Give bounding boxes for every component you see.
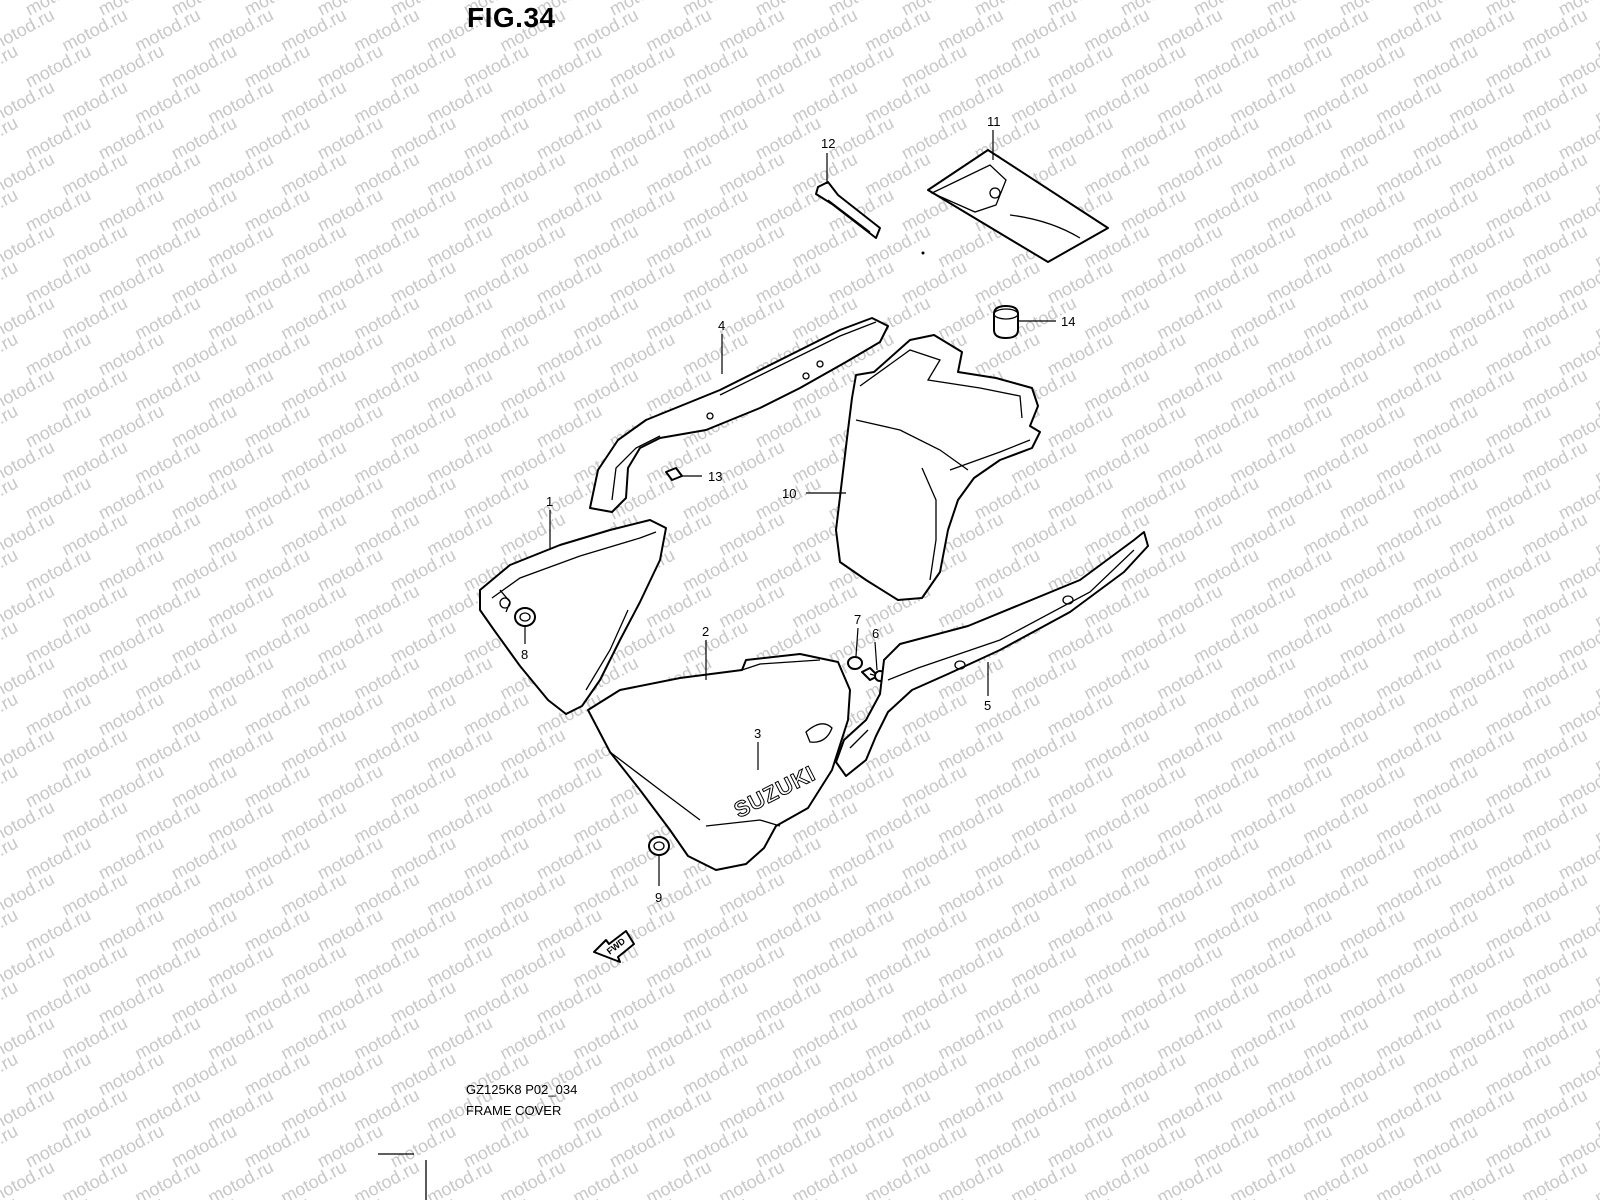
- model-code-caption: GZ125K8 P02_034: [466, 1082, 578, 1097]
- part-13-grommet[interactable]: [665, 467, 683, 481]
- part-8-grommet[interactable]: [514, 607, 536, 627]
- figure-name-caption: FRAME COVER: [466, 1103, 562, 1118]
- callout-14[interactable]: 14: [1061, 314, 1075, 329]
- part-5-side-rail-cover[interactable]: [835, 531, 1149, 777]
- suzuki-s-emblem-icon: [805, 723, 833, 743]
- callout-4[interactable]: 4: [718, 318, 725, 333]
- callout-11[interactable]: 11: [987, 114, 1001, 129]
- part-14-cushion[interactable]: [993, 305, 1019, 339]
- fwd-direction-arrow-icon: FWD: [593, 930, 635, 963]
- callout-13[interactable]: 13: [708, 469, 722, 484]
- callout-9[interactable]: 9: [655, 890, 662, 905]
- part-4-upper-frame-cover[interactable]: [589, 317, 889, 513]
- part-11-tool-bag[interactable]: [927, 149, 1109, 263]
- callout-labels: 12 11 14 4 13 10 1 8 2 3 7 6 5 9: [521, 114, 1075, 905]
- figure-title: FIG.34: [467, 2, 556, 33]
- part-2-frame-cover[interactable]: SUZUKI: [587, 653, 851, 871]
- watermark-text: motod.ru: [0, 1193, 21, 1200]
- part-9-grommet[interactable]: [648, 836, 670, 856]
- leader-lines: [524, 130, 1056, 886]
- callout-2[interactable]: 2: [702, 624, 709, 639]
- part-10-inner-fender[interactable]: [835, 334, 1041, 601]
- part-12-hex-wrench[interactable]: [815, 181, 881, 239]
- callout-8[interactable]: 8: [521, 647, 528, 662]
- callout-3[interactable]: 3: [754, 726, 761, 741]
- callout-6[interactable]: 6: [872, 626, 879, 641]
- part-7-washer[interactable]: [847, 656, 863, 670]
- callout-7[interactable]: 7: [854, 612, 861, 627]
- callout-10[interactable]: 10: [782, 486, 796, 501]
- callout-1[interactable]: 1: [546, 494, 553, 509]
- callout-5[interactable]: 5: [984, 698, 991, 713]
- callout-12[interactable]: 12: [821, 136, 835, 151]
- part-1-frame-cover[interactable]: [479, 519, 667, 715]
- stray-dot: [921, 251, 925, 255]
